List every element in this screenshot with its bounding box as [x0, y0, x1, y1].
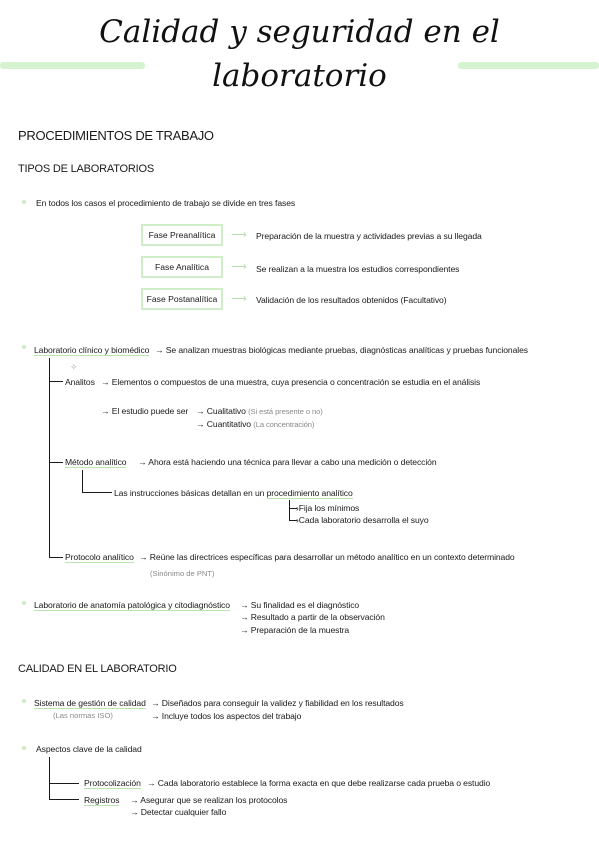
clinical-lab-label: Laboratorio clínico y biomédico: [34, 345, 150, 356]
arrow-icon: ⟶: [231, 261, 247, 273]
phase-desc-analitica: Se realizan a la muestra los estudios co…: [256, 264, 460, 274]
tree-line-vertical: [289, 500, 290, 520]
title-highlight-right: [458, 62, 599, 69]
protocolizacion-label: Protocolización: [84, 778, 141, 789]
tree-line-branch: [289, 520, 297, 521]
estudio-text: → El estudio puede ser: [101, 406, 189, 416]
anatomia-d3: → Preparación de la muestra: [240, 625, 350, 635]
registros-label: Registros: [84, 795, 120, 806]
registros-d2: → Detectar cualquier fallo: [130, 807, 227, 817]
page-title-line1: Calidad y seguridad en el: [99, 14, 500, 50]
anatomia-label: Laboratorio de anatomía patológica y cit…: [34, 600, 230, 611]
protocolo-note: (Sinónimo de PNT): [150, 569, 215, 578]
protocolo-desc: → Reúne las directrices específicas para…: [139, 552, 515, 562]
clinical-lab-desc: → Se analizan muestras biológicas median…: [155, 345, 528, 355]
tree-line-vertical: [49, 757, 50, 799]
cada-text: ›Cada laboratorio desarrolla el suyo: [296, 515, 429, 525]
phase-box-preanalitica: Fase Preanalítica: [141, 224, 223, 246]
phase-box-analitica: Fase Analítica: [141, 256, 223, 278]
arrow-icon: ⟶: [231, 229, 247, 241]
section-heading-calidad: CALIDAD EN EL LABORATORIO: [18, 663, 177, 675]
bullet-icon: [22, 601, 26, 605]
cuantitativo-label: → Cuantitativo (La concentración): [196, 419, 315, 429]
bullet-icon: [22, 746, 26, 750]
page-title-line2: laboratorio: [212, 58, 387, 94]
bullet-icon: [22, 345, 26, 349]
sistema-note: (Las normas ISO): [53, 711, 113, 720]
tree-line-branch: [289, 508, 297, 509]
registros-d1: → Asegurar que se realizan los protocolo…: [130, 795, 288, 805]
anatomia-d2: → Resultado a partir de la observación: [240, 612, 385, 622]
intro-text: En todos los casos el procedimiento de t…: [36, 198, 296, 208]
analitos-desc: → Elementos o compuestos de una muestra,…: [101, 377, 481, 387]
phase-box-postanalitica: Fase Postanalítica: [141, 288, 223, 310]
anatomia-d1: → Su finalidad es el diagnóstico: [240, 600, 360, 610]
instrucciones-text: Las instrucciones básicas detallan en un…: [114, 488, 353, 499]
cualitativo-label: → Cualitativo (Si está presente o no): [196, 406, 323, 416]
analitos-label: Analitos: [65, 377, 95, 387]
metodo-label: Método analítico: [65, 457, 127, 468]
sparkle-icon: ✧: [70, 362, 78, 372]
tree-line-branch: [49, 783, 79, 784]
bullet-icon: [22, 200, 26, 204]
phase-desc-postanalitica: Validación de los resultados obtenidos (…: [256, 295, 447, 305]
tree-line-branch: [49, 462, 63, 463]
subheading-tipos: TIPOS DE LABORATORIOS: [18, 163, 154, 175]
phase-desc-preanalitica: Preparación de la muestra y actividades …: [256, 231, 482, 241]
bullet-icon: [22, 699, 26, 703]
tree-line-branch: [82, 492, 112, 493]
tree-line-branch: [49, 381, 63, 382]
tree-line-branch: [49, 799, 79, 800]
arrow-icon: ⟶: [231, 293, 247, 305]
aspectos-text: Aspectos clave de la calidad: [36, 744, 142, 754]
sistema-d2: → Incluye todos los aspectos del trabajo: [151, 711, 302, 721]
section-heading-procedimientos: PROCEDIMIENTOS DE TRABAJO: [18, 128, 214, 143]
title-highlight-left: [0, 62, 145, 69]
sistema-label: Sistema de gestión de calidad: [34, 698, 146, 709]
fija-text: ›Fija los mínimos: [296, 503, 360, 513]
tree-line-vertical: [82, 470, 83, 492]
tree-line-branch: [49, 557, 63, 558]
tree-line-vertical: [49, 358, 50, 558]
metodo-desc: → Ahora está haciendo una técnica para l…: [138, 457, 437, 467]
protocolizacion-desc: → Cada laboratorio establece la forma ex…: [147, 778, 491, 788]
protocolo-label: Protocolo analítico: [65, 552, 134, 563]
sistema-d1: → Diseñados para conseguir la validez y …: [151, 698, 404, 708]
